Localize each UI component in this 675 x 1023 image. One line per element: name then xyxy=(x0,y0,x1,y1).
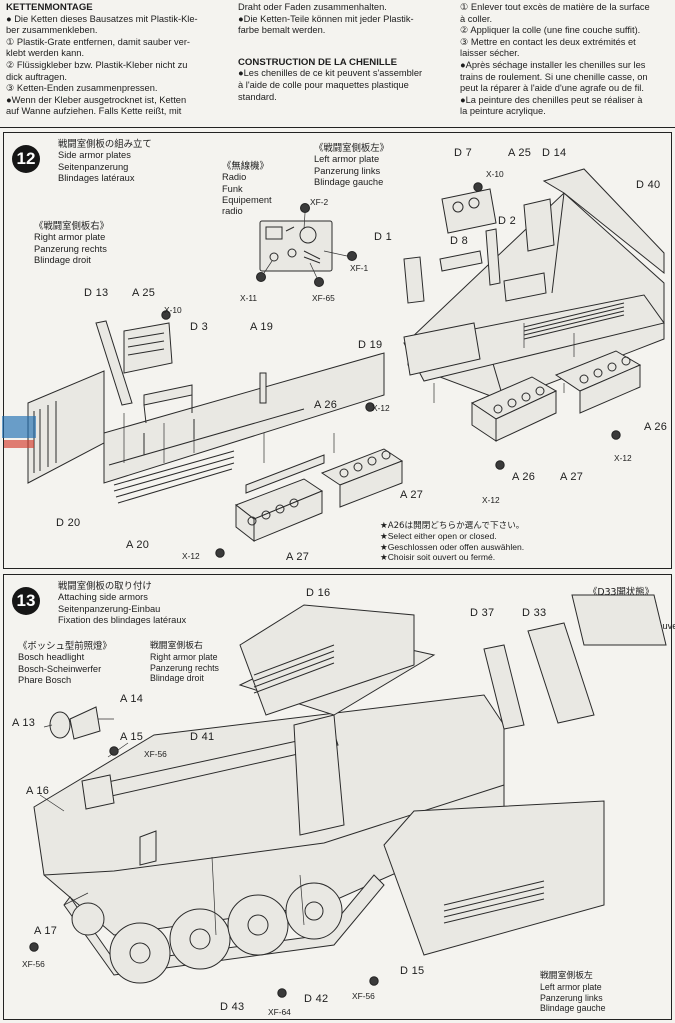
part-label-d7: D 7 xyxy=(454,147,473,159)
paint-label-x12-lower: X-12 xyxy=(182,551,200,561)
part-label-a16: A 16 xyxy=(26,785,50,797)
instruction-line: ● Die Ketten dieses Bausatzes mit Plasti… xyxy=(6,13,198,24)
part-label-a14: A 14 xyxy=(120,693,144,705)
tank-hull-drawing xyxy=(29,594,667,998)
part-label-a17: A 17 xyxy=(34,925,58,937)
instruction-line: Draht oder Faden zusammenhalten. xyxy=(238,2,387,12)
part-label-d3: D 3 xyxy=(190,321,209,333)
german-track-instructions: KETTENMONTAGE● Die Ketten dieses Bausatz… xyxy=(6,2,224,118)
part-label-d13: D 13 xyxy=(84,287,109,299)
part-label-a27-lower: A 27 xyxy=(286,551,310,563)
instruction-line: ③ Mettre en contact les deux extrémités … xyxy=(460,36,636,47)
part-label-a25-right: A 25 xyxy=(508,147,532,159)
step-number-badge: 13 xyxy=(12,587,40,615)
instruction-line: klebt werden kann. xyxy=(6,48,85,59)
a26-option-note: ★A26は開閉どちらか選んで下さい。 ★Select either open o… xyxy=(380,521,525,563)
step-12-diagram xyxy=(27,168,665,558)
step-number-badge: 12 xyxy=(12,145,40,173)
instruction-line: trains de roulement. Si une chenille cas… xyxy=(460,71,648,82)
paint-label-x12-right: X-12 xyxy=(614,453,632,463)
part-label-a26-right-lower: A 26 xyxy=(512,471,536,483)
step-12-panel: 12 戦闘室側板の組み立て Side armor plates Seitenpa… xyxy=(3,132,672,569)
instruction-line: laisser sécher. xyxy=(460,48,520,59)
part-label-a26: A 26 xyxy=(314,399,338,411)
part-label-d15: D 15 xyxy=(400,965,425,977)
instruction-line: la peinture acrylique. xyxy=(460,106,546,117)
paint-label-xf56-right: XF-56 xyxy=(352,991,375,1001)
part-label-d43: D 43 xyxy=(220,1001,245,1013)
instruction-line: ●Les chenilles de ce kit peuvent s'assem… xyxy=(238,68,423,79)
part-label-d41: D 41 xyxy=(190,731,215,743)
part-label-d40: D 40 xyxy=(636,179,661,191)
left-armor-plate-drawing xyxy=(403,168,665,470)
radio-caption: 《無線機》 Radio Funk Equipement radio xyxy=(222,161,272,217)
right-armor-caption: 《戦闘室側板右》 Right armor plate Panzerung rec… xyxy=(34,221,110,265)
part-label-d16: D 16 xyxy=(306,587,331,599)
part-label-d14: D 14 xyxy=(542,147,567,159)
left-armor-caption: 戦闘室側板左 Left armor plate Panzerung links … xyxy=(540,971,606,1014)
part-label-a13: A 13 xyxy=(12,717,36,729)
instruction-line: ●La peinture des chenilles peut se réali… xyxy=(460,94,643,105)
french-track-instructions-start: Draht oder Faden zusammenhalten.●Die Ket… xyxy=(238,2,458,103)
part-label-d20: D 20 xyxy=(56,517,81,529)
instruction-line: ③ Ketten-Enden zusammenpressen. xyxy=(6,83,158,94)
paint-label-xf1: XF-1 xyxy=(350,263,369,273)
step-13-diagram xyxy=(29,594,667,998)
step-13-title: 戦闘室側板の取り付け Attaching side armors Seitenp… xyxy=(58,581,187,625)
radio-equipment-drawing xyxy=(256,203,357,287)
paint-label-x12-right-lower: X-12 xyxy=(482,495,500,505)
instruction-line: à coller. xyxy=(460,13,493,24)
instruction-line: ●Wenn der Kleber ausgetrocknet ist, Kett… xyxy=(6,94,187,105)
instruction-line: dick auftragen. xyxy=(6,71,67,82)
instruction-line: farbe bemalt werden. xyxy=(238,25,326,36)
part-label-d2: D 2 xyxy=(498,215,517,227)
part-label-a27-right: A 27 xyxy=(560,471,584,483)
step-13-panel: 13 戦闘室側板の取り付け Attaching side armors Seit… xyxy=(3,574,675,1020)
bosch-headlight-caption: 《ボッシュ型前照燈》 Bosch headlight Bosch-Scheinw… xyxy=(18,641,112,685)
paint-label-x11: X-11 xyxy=(240,293,258,303)
part-label-d37: D 37 xyxy=(470,607,495,619)
right-armor-caption: 戦闘室側板右 Right armor plate Panzerung recht… xyxy=(150,641,219,684)
instruction-line: ① Plastik-Grate entfernen, damit sauber … xyxy=(6,36,191,47)
part-label-a20: A 20 xyxy=(126,539,150,551)
left-armor-caption: 《戦闘室側板左》 Left armor plate Panzerung link… xyxy=(314,143,390,187)
part-label-a15: A 15 xyxy=(120,731,144,743)
instruction-line: ① Enlever tout excès de matière de la su… xyxy=(460,2,650,12)
french-heading: CONSTRUCTION DE LA CHENILLE xyxy=(238,56,398,68)
site-watermark xyxy=(2,416,36,448)
track-assembly-instructions: KETTENMONTAGE● Die Ketten dieses Bausatz… xyxy=(0,0,675,128)
paint-label-x10: X-10 xyxy=(164,305,182,315)
paint-label-xf56: XF-56 xyxy=(144,749,167,759)
paint-label-xf56-lower: XF-56 xyxy=(22,959,45,969)
french-track-instructions-end: ① Enlever tout excès de matière de la su… xyxy=(460,2,672,118)
paint-label-xf64: XF-64 xyxy=(268,1007,291,1017)
part-label-d1: D 1 xyxy=(374,231,393,243)
right-armor-plate-drawing xyxy=(27,310,404,558)
instruction-line: auf Wanne aufziehen. Falls Kette reißt, … xyxy=(6,106,182,117)
instruction-line: ●Après séchage installer les chenilles s… xyxy=(460,59,646,70)
instruction-line: ② Appliquer la colle (une fine couche su… xyxy=(460,25,641,36)
instruction-line: ●Die Ketten-Teile können mit jeder Plast… xyxy=(238,13,414,24)
part-label-a19: A 19 xyxy=(250,321,274,333)
instruction-line: ② Flüssigkleber bzw. Plastik-Kleber nich… xyxy=(6,59,188,70)
paint-label-xf2: XF-2 xyxy=(310,197,329,207)
part-label-a25: A 25 xyxy=(132,287,156,299)
instruction-line: standard. xyxy=(238,91,277,102)
part-label-d42: D 42 xyxy=(304,993,329,1005)
part-label-d8: D 8 xyxy=(450,235,469,247)
instruction-line: peut la réparer à l'aide d'une agrafe ou… xyxy=(460,83,644,94)
instruction-line: KETTENMONTAGE xyxy=(6,2,93,13)
instruction-line: à l'aide de colle pour maquettes plastiq… xyxy=(238,79,409,90)
step-12-title: 戦闘室側板の組み立て Side armor plates Seitenpanze… xyxy=(58,139,152,183)
part-label-a27: A 27 xyxy=(400,489,424,501)
part-label-d33: D 33 xyxy=(522,607,547,619)
part-label-d19: D 19 xyxy=(358,339,383,351)
paint-label-x10-right: X-10 xyxy=(486,169,504,179)
paint-label-x12: X-12 xyxy=(372,403,390,413)
instruction-line: ber zusammenkleben. xyxy=(6,25,98,36)
part-label-a26-right: A 26 xyxy=(644,421,668,433)
paint-label-xf65: XF-65 xyxy=(312,293,335,303)
